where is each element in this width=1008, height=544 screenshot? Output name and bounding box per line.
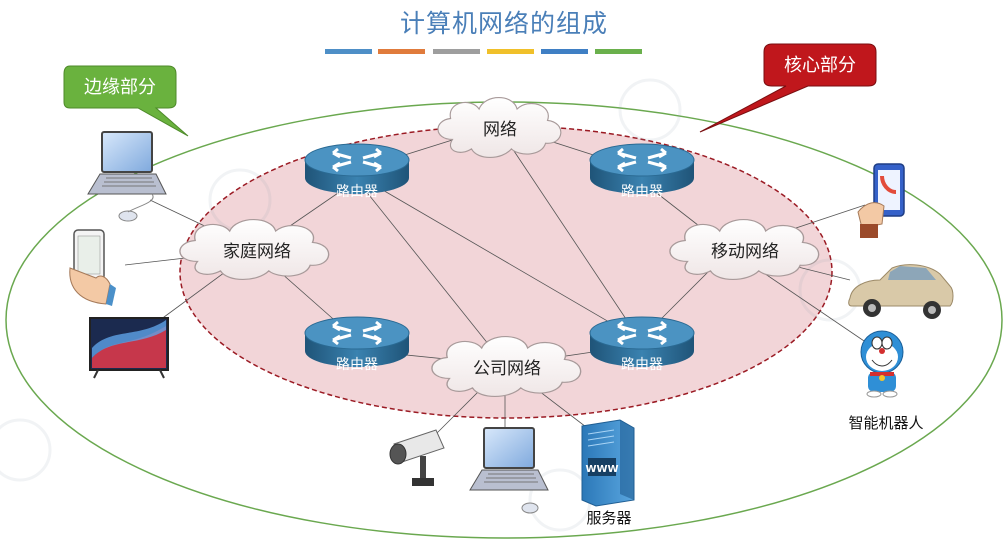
robot-icon bbox=[860, 330, 904, 398]
security-camera-icon bbox=[389, 429, 445, 486]
laptop-bottom-icon bbox=[469, 427, 549, 514]
cloud-company-network: 公司网络 bbox=[431, 335, 582, 398]
cloud-company-network-label: 公司网络 bbox=[473, 359, 541, 379]
edge-part-callout: 边缘部分 bbox=[63, 65, 189, 137]
server-sign: WWW bbox=[585, 464, 618, 475]
router-bottom-left: 路由器 bbox=[303, 315, 411, 373]
router-label: 路由器 bbox=[621, 184, 663, 200]
core-part-callout: 核心部分 bbox=[699, 43, 877, 133]
cloud-mobile-network-label: 移动网络 bbox=[711, 242, 779, 262]
server-icon: WWW bbox=[581, 419, 635, 507]
page-title: 计算机网络的组成 bbox=[399, 9, 608, 38]
color-bar-2 bbox=[378, 49, 425, 54]
cloud-network-label: 网络 bbox=[483, 120, 517, 140]
core-part-label: 核心部分 bbox=[784, 55, 856, 76]
router-bottom-right: 路由器 bbox=[588, 315, 696, 373]
cloud-home-network: 家庭网络 bbox=[179, 218, 330, 281]
laptop-icon bbox=[87, 131, 167, 222]
router-top-left: 路由器 bbox=[303, 142, 411, 200]
color-bar-1 bbox=[325, 49, 372, 54]
smartphone-icon bbox=[69, 229, 116, 306]
router-label: 路由器 bbox=[336, 184, 378, 200]
tv-icon bbox=[89, 317, 169, 379]
cloud-mobile-network: 移动网络 bbox=[669, 218, 820, 281]
color-bar-3 bbox=[433, 49, 480, 54]
car-icon bbox=[848, 264, 954, 319]
router-label: 路由器 bbox=[336, 357, 378, 373]
router-top-right: 路由器 bbox=[588, 142, 696, 200]
color-bar-4 bbox=[487, 49, 534, 54]
server-label: 服务器 bbox=[586, 509, 631, 527]
robot-label: 智能机器人 bbox=[848, 414, 923, 432]
color-bar-6 bbox=[595, 49, 642, 54]
cloud-network: 网络 bbox=[437, 97, 562, 159]
color-bar-5 bbox=[541, 49, 588, 54]
edge-part-label: 边缘部分 bbox=[84, 77, 156, 98]
router-label: 路由器 bbox=[621, 357, 663, 373]
cloud-home-network-label: 家庭网络 bbox=[223, 242, 291, 262]
mobile-phone-icon bbox=[857, 163, 905, 238]
